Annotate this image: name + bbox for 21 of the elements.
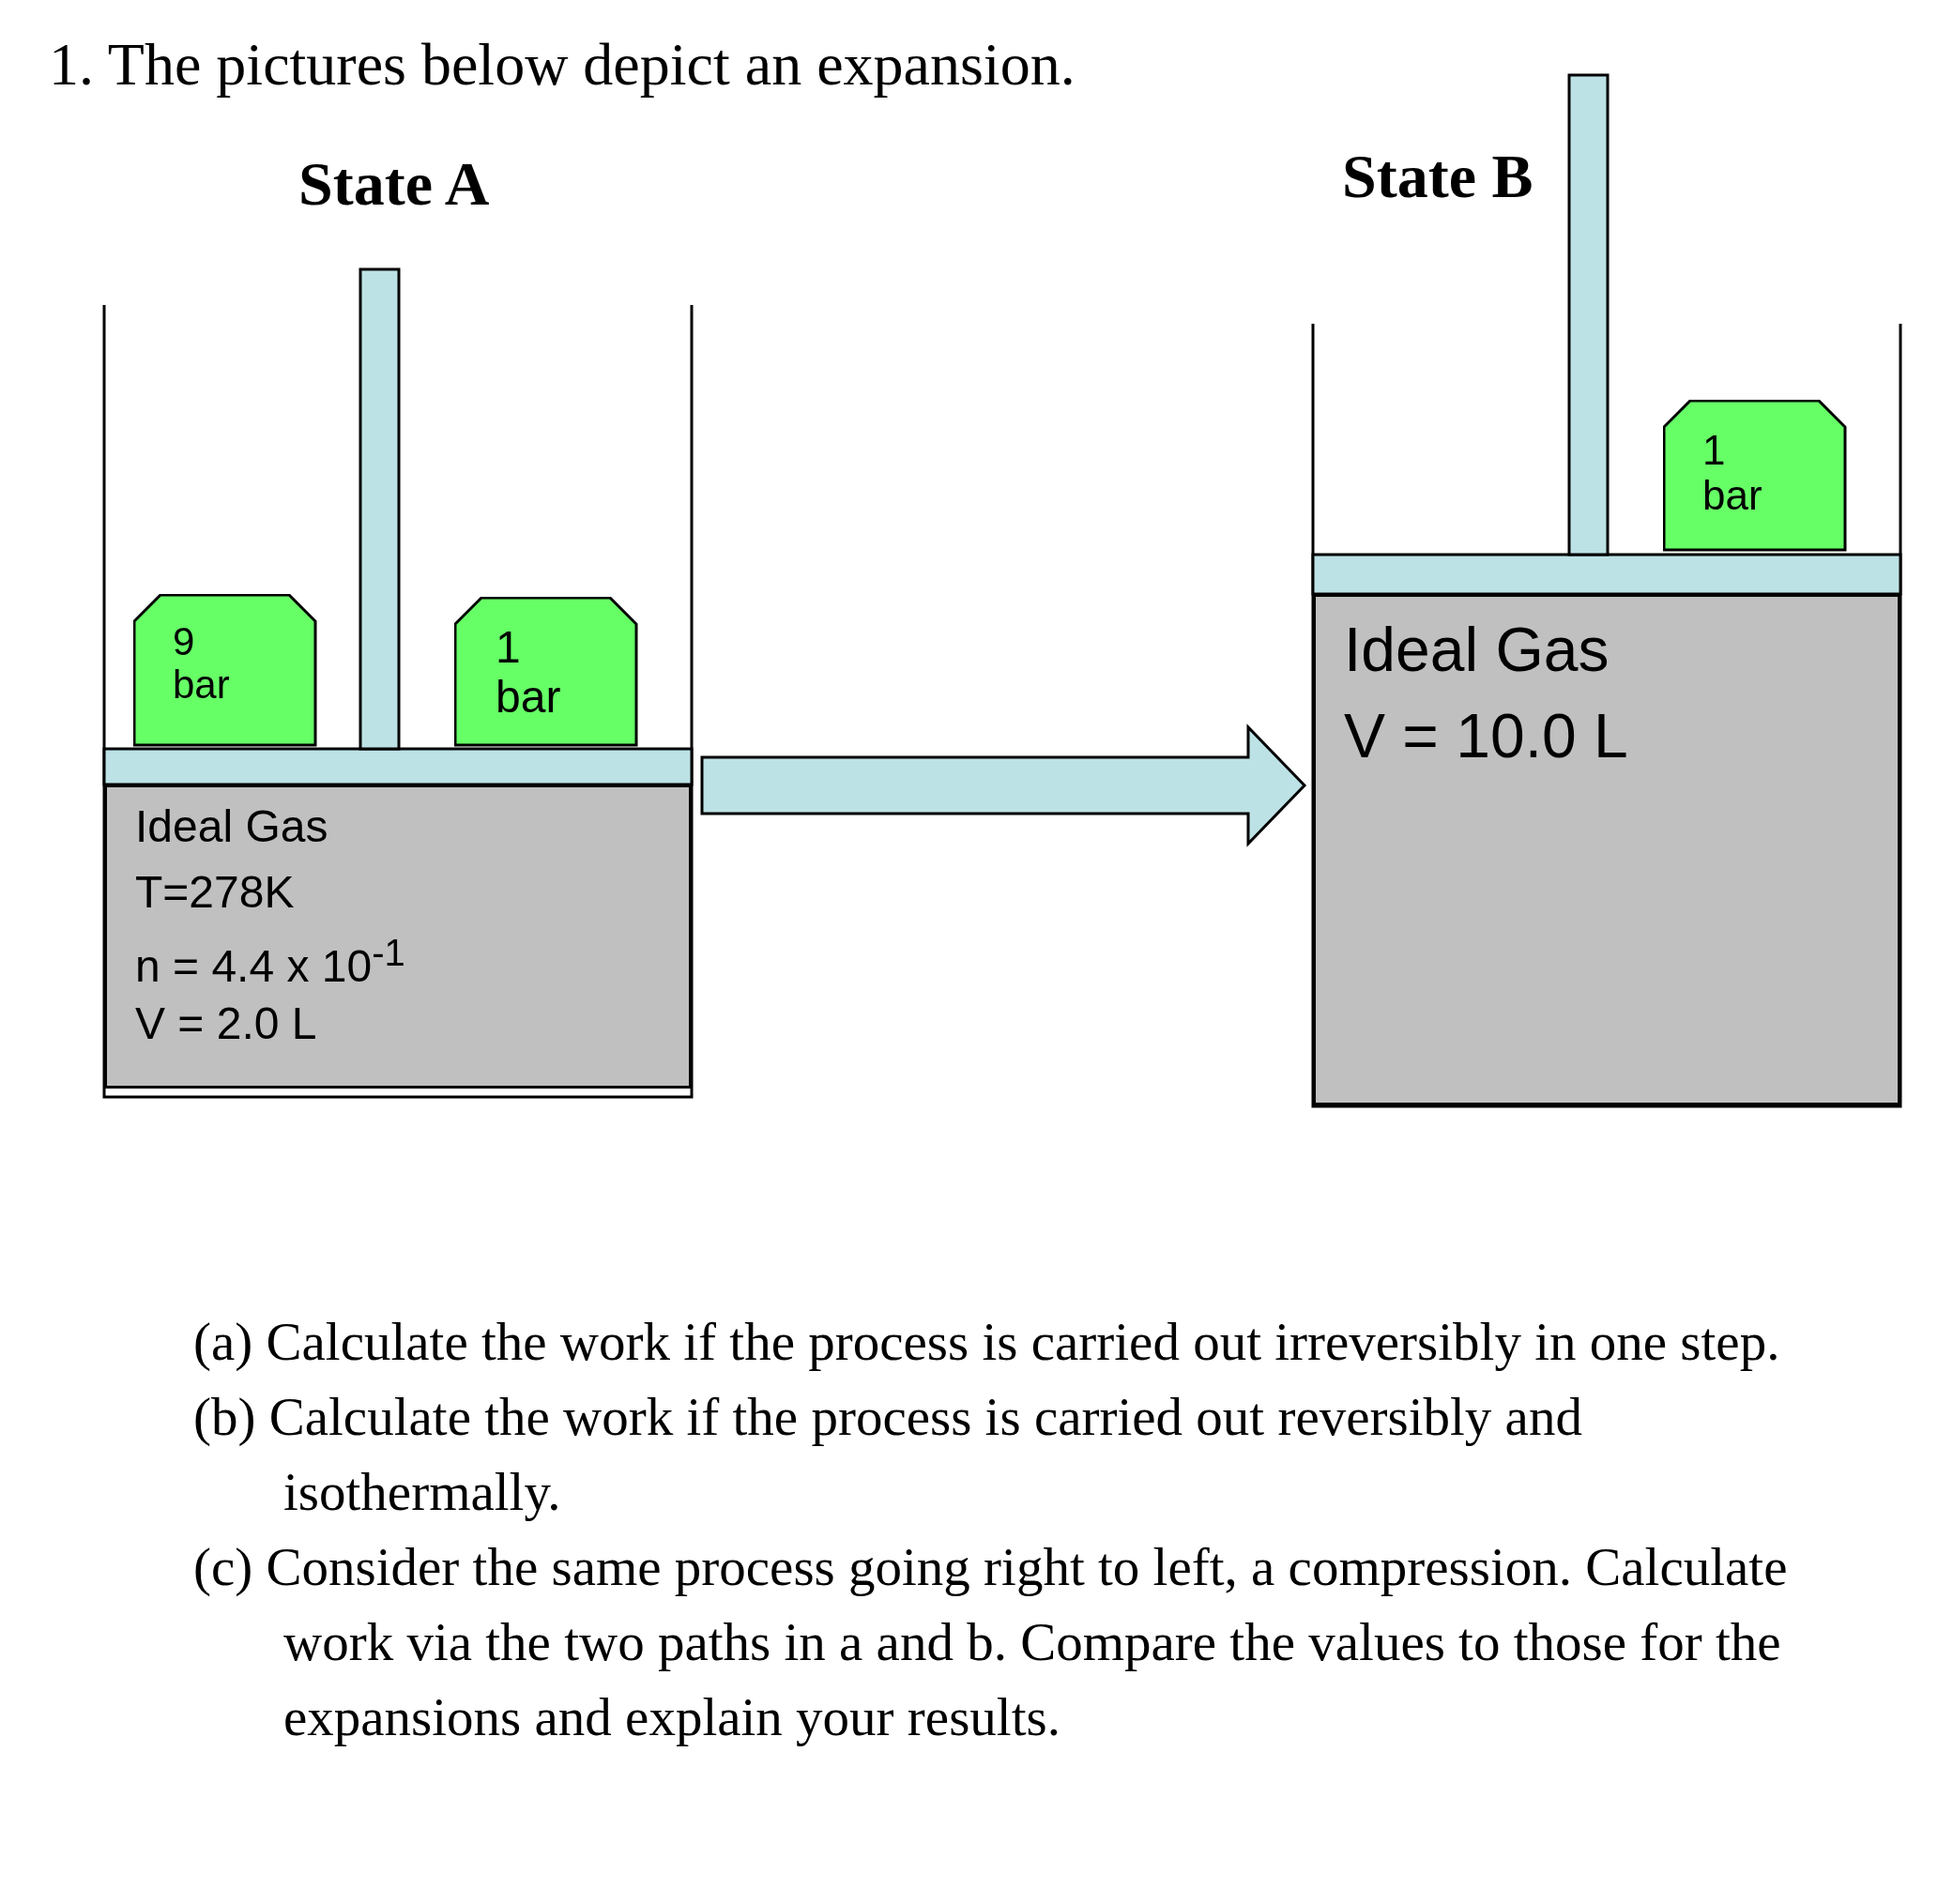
question-title: 1. The pictures below depict an expansion.	[49, 30, 1076, 99]
block-arrow	[700, 724, 1307, 847]
gas-chamber	[1313, 594, 1900, 1105]
weight-label: 9 bar	[173, 620, 231, 708]
weight-block	[454, 597, 638, 747]
question-text: (a) Calculate the work if the process is carried out irreversibly in one step.	[193, 1311, 1781, 1373]
question-text: (c) Consider the same process going right to left, a compression. Calculate work via the two paths in a and b. Compare the values to those for the expansions and explain your results.	[193, 1536, 1789, 1748]
gas-property: V = 2.0 L	[135, 998, 317, 1049]
gas-property: Ideal Gas	[135, 800, 328, 852]
weight-block	[1663, 400, 1847, 552]
weight-label: 1 bar	[496, 623, 562, 723]
state-heading: State A	[298, 148, 490, 220]
gas-property: T=278K	[135, 866, 295, 918]
question-text: (b) Calculate the work if the process is carried out reversibly and isothermally.	[193, 1386, 1583, 1523]
gas-property: Ideal Gas	[1344, 614, 1610, 685]
weight-block	[133, 594, 317, 747]
gas-property: n = 4.4 x 10$^{-1}$	[135, 932, 405, 992]
gas-property: V = 10.0 L	[1344, 700, 1628, 771]
state-heading: State B	[1342, 141, 1533, 212]
gas-chamber	[104, 784, 692, 1089]
weight-label: 1 bar	[1702, 428, 1763, 519]
